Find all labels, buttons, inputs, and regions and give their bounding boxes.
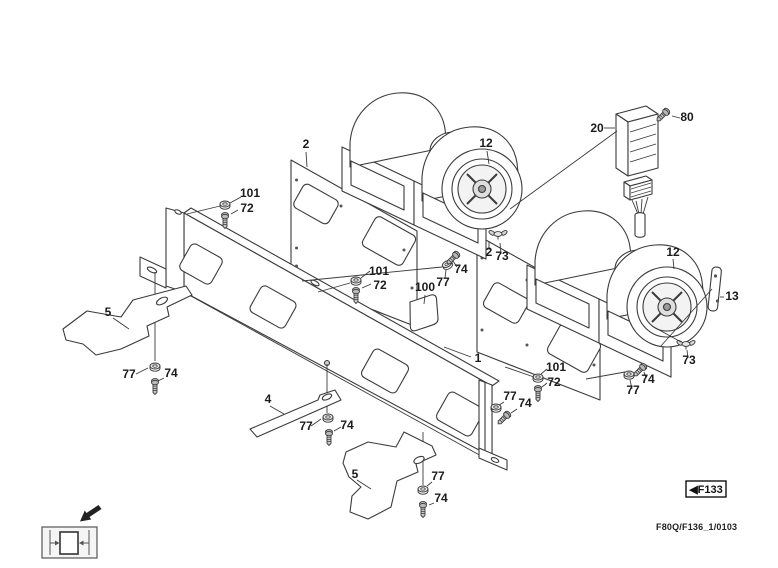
callout-part-74[interactable]: 74 [340,418,354,432]
callout-part-101[interactable]: 101 [369,264,389,278]
mounting-panel-right [476,234,602,401]
callout-part-101[interactable]: 101 [546,360,566,374]
direction-arrow-icon [80,505,102,522]
doc-code: F80Q/F136_1/0103 [656,522,737,532]
callout-part-5[interactable]: 5 [352,467,359,481]
wiring-connector [623,175,653,238]
washer-77-icon [149,362,161,372]
blower-resistor [615,105,659,177]
callout-part-74[interactable]: 74 [518,396,532,410]
callout-part-74[interactable]: 74 [164,366,178,380]
callout-part-2[interactable]: 2 [303,137,310,151]
callout-part-20[interactable]: 20 [590,121,604,135]
callout-part-74[interactable]: 74 [454,262,468,276]
callout-part-77[interactable]: 77 [503,389,517,403]
wing-nut-73-icon [488,229,508,240]
screw-72-icon [534,385,542,402]
figure-ref-label[interactable]: ◀F133 [688,484,723,496]
callout-part-101[interactable]: 101 [240,186,260,200]
callout-part-13[interactable]: 13 [725,289,739,303]
screw-72-icon [221,212,229,229]
callout-part-12[interactable]: 12 [666,245,680,259]
callout-labels: 2 101 72 12 20 80 12 13 2 73 100 101 72 … [105,110,739,505]
callout-part-100[interactable]: 100 [415,280,435,294]
screw-74-icon [495,409,513,427]
callout-part-77[interactable]: 77 [626,383,640,397]
screw-74-icon [151,378,159,395]
support-bracket-5-upper [62,285,193,356]
leader-lines [112,115,724,506]
retainer-strip [707,266,722,312]
main-frame [139,207,508,471]
callout-part-1[interactable]: 1 [475,351,482,365]
callout-part-72[interactable]: 72 [240,201,254,215]
wing-nut-73-icon [676,339,696,350]
callout-part-77[interactable]: 77 [431,469,445,483]
nut-101-icon [219,200,231,210]
callout-part-73[interactable]: 73 [682,353,696,367]
callout-part-74[interactable]: 74 [434,491,448,505]
callout-part-77[interactable]: 77 [436,275,450,289]
callout-part-72[interactable]: 72 [547,375,561,389]
support-bracket-4 [249,389,342,438]
figure-ref-link[interactable]: ◀F133 [685,480,727,498]
callout-part-12[interactable]: 12 [479,136,493,150]
view-direction-legend [41,505,102,559]
washer-77-icon [417,485,429,495]
washer-77-icon [322,413,334,423]
callout-part-2[interactable]: 2 [486,245,493,259]
callout-part-4[interactable]: 4 [265,392,272,406]
callout-part-73[interactable]: 73 [495,249,509,263]
washer-77-icon [623,370,635,380]
cover-plate [409,294,439,332]
callout-part-72[interactable]: 72 [373,278,387,292]
screw-74-icon [419,501,427,518]
callout-part-77[interactable]: 77 [122,367,136,381]
nut-101-icon [532,373,544,383]
support-bracket-5-lower [342,431,437,520]
callout-part-5[interactable]: 5 [105,305,112,319]
callout-part-74[interactable]: 74 [641,372,655,386]
legend-glyph [49,530,90,555]
callout-part-77[interactable]: 77 [299,419,313,433]
screw-74-icon [325,429,333,446]
callout-part-80[interactable]: 80 [680,110,694,124]
